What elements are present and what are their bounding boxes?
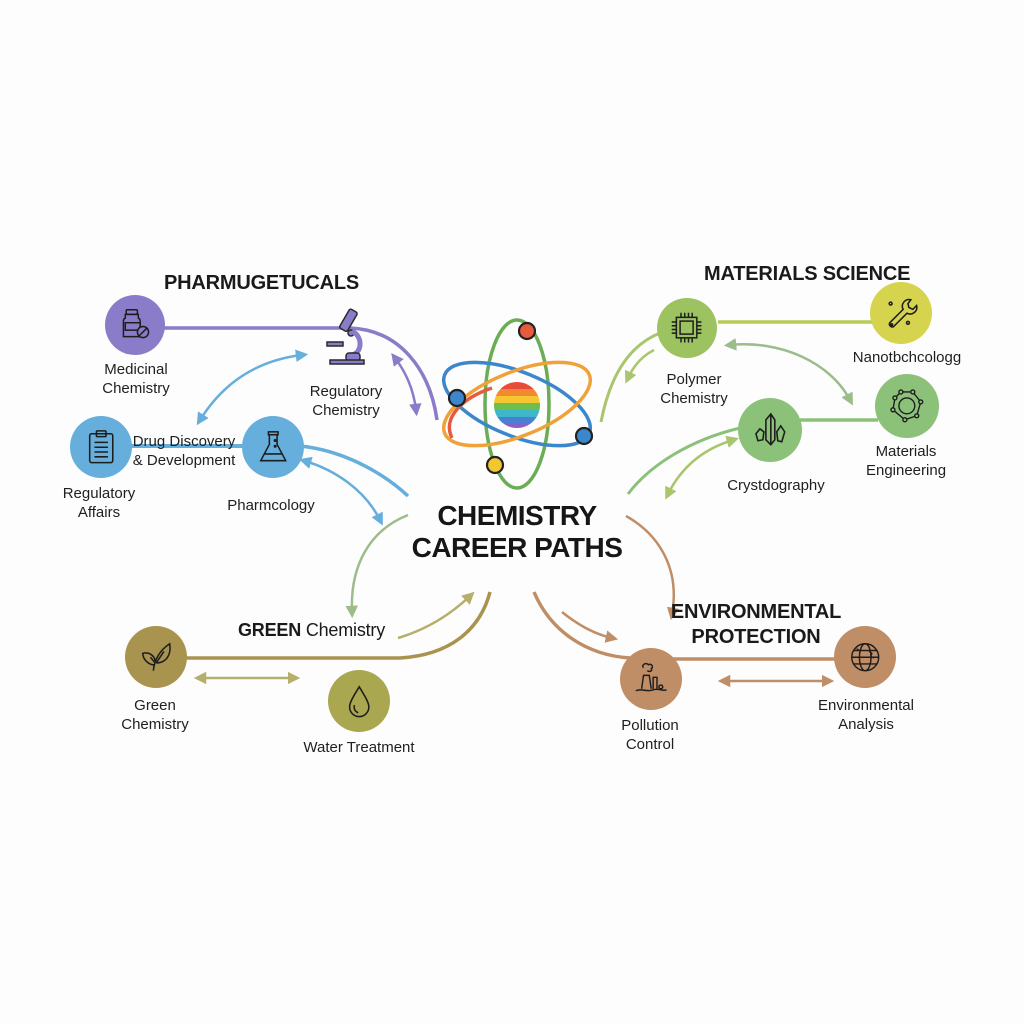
- globe-icon: [850, 642, 880, 672]
- arrow-center-env: [625, 514, 680, 621]
- flask-icon: [259, 430, 287, 462]
- title-line-2: CAREER PATHS: [411, 532, 623, 563]
- node-nanotechnology[interactable]: [870, 282, 932, 344]
- node-medicinal-chemistry[interactable]: [105, 295, 165, 355]
- connector-center-pollution: [532, 591, 631, 660]
- node-green-chemistry[interactable]: [125, 626, 187, 688]
- label-drug-discovery: Drug Discovery & Development: [132, 433, 236, 469]
- node-regulatory-chemistry[interactable]: [322, 305, 368, 365]
- orbit-orange: [441, 360, 593, 448]
- env-line-2: PROTECTION: [691, 626, 821, 648]
- electron-yellow: [485, 455, 505, 475]
- label-environmental-analysis: Environmental Analysis: [818, 697, 914, 733]
- node-pharmacology[interactable]: [242, 416, 304, 478]
- atom-logo: [441, 318, 594, 490]
- node-materials-engineering[interactable]: [875, 374, 939, 438]
- factory-icon: [635, 662, 667, 692]
- arrow-polymer-materials: [723, 338, 853, 406]
- label-pollution-control: Pollution Control: [621, 717, 679, 753]
- connector-medicinal-regulatory: [160, 326, 439, 421]
- node-water-treatment[interactable]: [328, 670, 390, 732]
- electron-red: [517, 321, 537, 341]
- title-line-1: CHEMISTRY: [437, 500, 597, 531]
- connector-crystal-center: [626, 426, 741, 495]
- section-materials-science: MATERIALS SCIENCE: [704, 263, 911, 285]
- arrow-green-center: [397, 591, 475, 640]
- label-pharmacology: Pharmcology: [227, 497, 315, 514]
- orbit-red-segment: [447, 386, 493, 439]
- wrench-icon: [888, 298, 918, 328]
- node-polymer-chemistry[interactable]: [657, 298, 717, 358]
- label-green-chemistry: Green Chemistry: [121, 697, 189, 733]
- clipboard-icon: [88, 429, 114, 464]
- node-crystallography[interactable]: [738, 398, 802, 462]
- node-pollution-control[interactable]: [620, 648, 682, 710]
- label-materials-engineering: Materials Engineering: [865, 443, 947, 479]
- arrow-center-pollution: [561, 611, 619, 643]
- leaf-icon: [141, 642, 171, 671]
- label-water-treatment: Water Treatment: [303, 739, 415, 756]
- nucleus-rainbow: [494, 382, 540, 428]
- section-pharmaceuticals: PHARMUGETUCALS: [164, 272, 359, 294]
- arrow-drug-regulatory: [196, 349, 309, 426]
- crystal-icon: [755, 412, 786, 447]
- env-line-1: ENVIRONMENTAL: [670, 601, 842, 623]
- electron-blue-left: [447, 388, 467, 408]
- label-crystallography: Crystdography: [727, 477, 825, 494]
- microscope-icon: [326, 308, 365, 365]
- label-regulatory-affairs: Regulatory Affairs: [62, 485, 136, 521]
- medicine-bottle-icon: [123, 309, 150, 339]
- connector-green-center: [185, 591, 492, 660]
- section-environmental-protection: ENVIRONMENTAL PROTECTION: [670, 600, 842, 650]
- orbit-green: [483, 318, 551, 490]
- label-polymer-chemistry: Polymer Chemistry: [660, 371, 728, 407]
- connector-polymer-center: [599, 331, 661, 423]
- node-environmental-analysis[interactable]: [834, 626, 896, 688]
- arrow-regulatory-loop: [391, 353, 422, 417]
- green-rest: Chemistry: [301, 620, 386, 640]
- chip-icon: [672, 313, 702, 343]
- node-regulatory-affairs[interactable]: [70, 416, 132, 478]
- arrow-crystal-center: [665, 435, 739, 500]
- arrow-polymer-center: [624, 348, 655, 384]
- arrow-pharmacology-center: [299, 456, 383, 526]
- arrow-center-green: [345, 513, 409, 619]
- green-bold: GREEN: [238, 620, 302, 640]
- section-green-chemistry: GREEN Chemistry: [238, 620, 385, 641]
- label-medicinal-chemistry: Medicinal Chemistry: [102, 361, 170, 397]
- water-drop-icon: [348, 685, 370, 718]
- label-nanotechnology: Nanotbchcologg: [852, 349, 962, 366]
- label-regulatory-chemistry: Regulatory Chemistry: [309, 383, 383, 419]
- molecule-network-icon: [890, 389, 924, 423]
- electron-blue-right: [574, 426, 594, 446]
